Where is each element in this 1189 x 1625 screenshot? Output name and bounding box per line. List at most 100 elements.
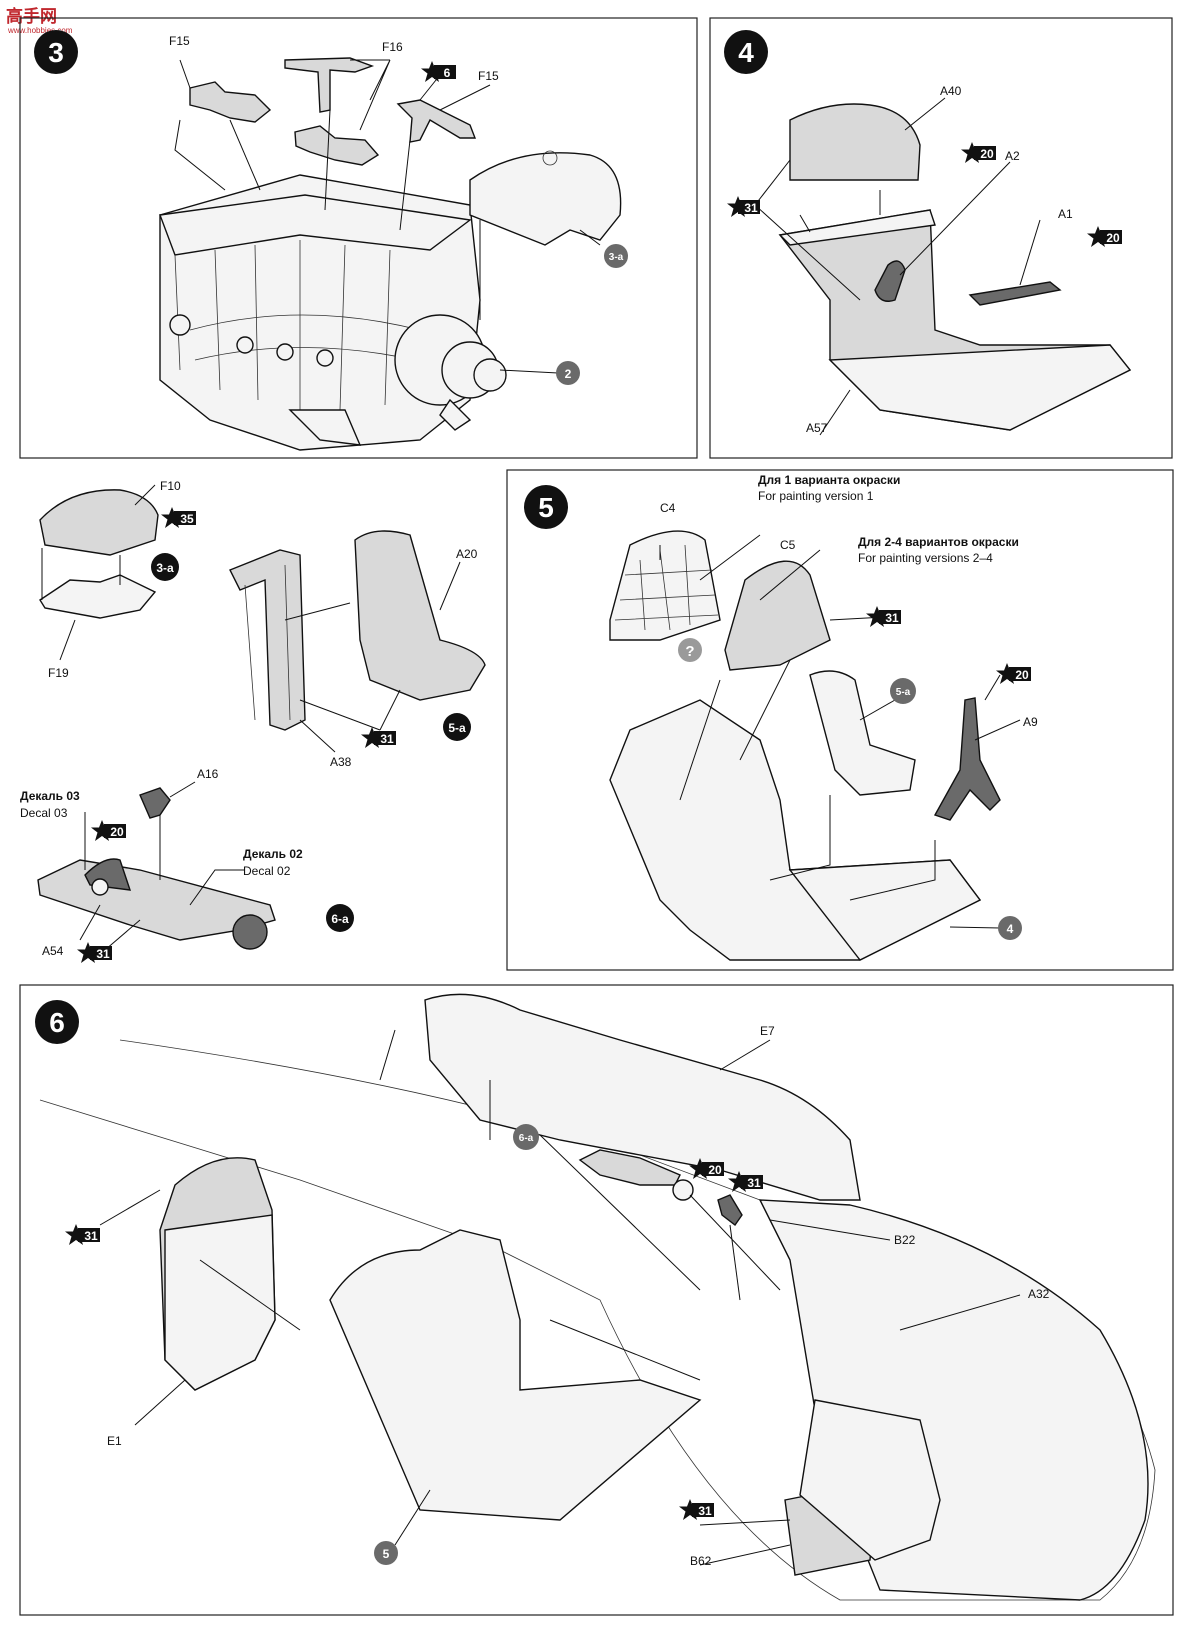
part-A20-seat [354,530,486,701]
label-A16: A16 [197,767,219,781]
part-F19 [39,574,157,619]
part-C5 [724,560,831,671]
exhaust-F16-mid [294,125,380,166]
label-F15-left: F15 [169,34,190,48]
part-B22 [717,1194,743,1227]
label-A54: A54 [42,944,64,958]
paint-callout-31-5: 31 [866,606,901,627]
exhaust-F15-right [396,99,477,143]
step-4-number: 4 [738,37,754,68]
part-C4 [609,530,721,641]
ref-4-badge [998,916,1022,940]
decal-03-ru: Декаль 03 [20,789,80,803]
label-A57: A57 [806,421,828,435]
version24-ru: Для 2-4 вариантов окраски [858,535,1019,549]
paint-callout-31-6a: 31 [65,1224,100,1245]
svg-text:31: 31 [96,947,110,961]
label-C4: C4 [660,501,676,515]
step-4-badge [724,30,768,74]
label-E7: E7 [760,1024,775,1038]
engine-cover [469,152,622,246]
label-A20: A20 [456,547,478,561]
label-B22: B22 [894,1233,916,1247]
label-A2: A2 [1005,149,1020,163]
paint-callout-20-6a: 20 [91,820,126,841]
label-B62: B62 [690,1554,712,1568]
label-A1: A1 [1058,207,1073,221]
exhaust-F16-top [284,57,375,113]
ref-2-label: 2 [565,367,572,381]
paint-6-number: 6 [444,66,451,80]
paint-callout-31: 31 [727,196,760,217]
svg-text:31: 31 [747,1176,761,1190]
paint-callout-31-6c: 31 [679,1499,714,1520]
step-3-number: 3 [48,37,64,68]
svg-text:31: 31 [380,732,394,746]
label-A38: A38 [330,755,352,769]
panel-6a [578,1149,681,1186]
svg-text:20: 20 [708,1163,722,1177]
svg-text:20: 20 [1015,668,1029,682]
label-F15-right: F15 [478,69,499,83]
part-A38 [229,549,306,731]
step-6-number: 6 [49,1007,65,1038]
svg-text:31: 31 [698,1504,712,1518]
question-mark: ? [685,643,694,660]
svg-text:6-a: 6-a [331,912,349,926]
subassembly-6a: Декаль 03 Decal 03 Декаль 02 Decal 02 A1… [20,767,354,963]
svg-text:31: 31 [885,611,899,625]
paint-callout-20-6: 20 [689,1158,724,1179]
label-A40: A40 [940,84,962,98]
paint-callout-31-5a: 31 [361,727,396,748]
paint-callout-31-6b: 31 [728,1171,763,1192]
panel-step-3: 3 [19,17,698,459]
panel-step-4: 4 A40 A2 A1 A57 31 20 [709,17,1173,459]
part-A9 [933,697,1001,821]
svg-text:5-a: 5-a [448,721,466,735]
paint-callout-31-6a: 31 [77,942,112,963]
part-F10 [39,489,159,556]
step-3-badge [34,30,78,74]
watermark-logo: 高手网 www.hobbies.com [6,6,73,35]
ref-6a-badge-p6 [513,1124,539,1150]
svg-text:5: 5 [383,1547,390,1561]
decal-02-ru: Декаль 02 [243,847,303,861]
part-A2 [874,260,906,302]
svg-text:31: 31 [84,1229,98,1243]
paint-callout-20a: 20 [961,142,996,163]
label-F19: F19 [48,666,69,680]
step-5-badge [524,485,568,529]
watermark-brand: 高手网 [6,6,57,26]
label-A32: A32 [1028,1287,1050,1301]
svg-text:20: 20 [1106,231,1120,245]
subassembly-5a: A20 A38 31 5-a [229,530,486,769]
step-6-badge [35,1000,79,1044]
engine-block [159,174,507,451]
gunsight-lens [232,914,268,950]
panel-step-6: 6 E7 E1 B22 A32 [19,984,1174,1616]
ref-2-badge [556,361,580,385]
svg-text:3-a: 3-a [156,561,174,575]
label-F10: F10 [160,479,181,493]
paint-callout-6: 6 [421,61,456,82]
part-A40-tank [789,103,921,181]
svg-text:6-a: 6-a [519,1133,534,1144]
paint-callout-20-5: 20 [996,663,1031,684]
panel-step-5: 5 ? C4 C5 A9 Для 1 варианта окраски For … [506,469,1174,971]
exhaust-F15-left [189,81,272,123]
version24-en: For painting versions 2–4 [858,551,993,565]
svg-text:4: 4 [1007,922,1014,936]
ref-3a-badge-sub [151,553,179,581]
part-E7 [424,993,861,1201]
step-5-number: 5 [538,492,554,523]
label-A9: A9 [1023,715,1038,729]
instrument-hood-6 [799,1399,941,1561]
label-F16: F16 [382,40,403,54]
ref-5a-badge-p5 [890,678,916,704]
svg-text:5-a: 5-a [896,687,911,698]
paint-callout-35: 35 [161,507,196,528]
part-A16 [139,787,171,819]
version1-en: For painting version 1 [758,489,874,503]
part-A1 [968,281,1062,306]
version1-ru: Для 1 варианта окраски [758,473,900,487]
